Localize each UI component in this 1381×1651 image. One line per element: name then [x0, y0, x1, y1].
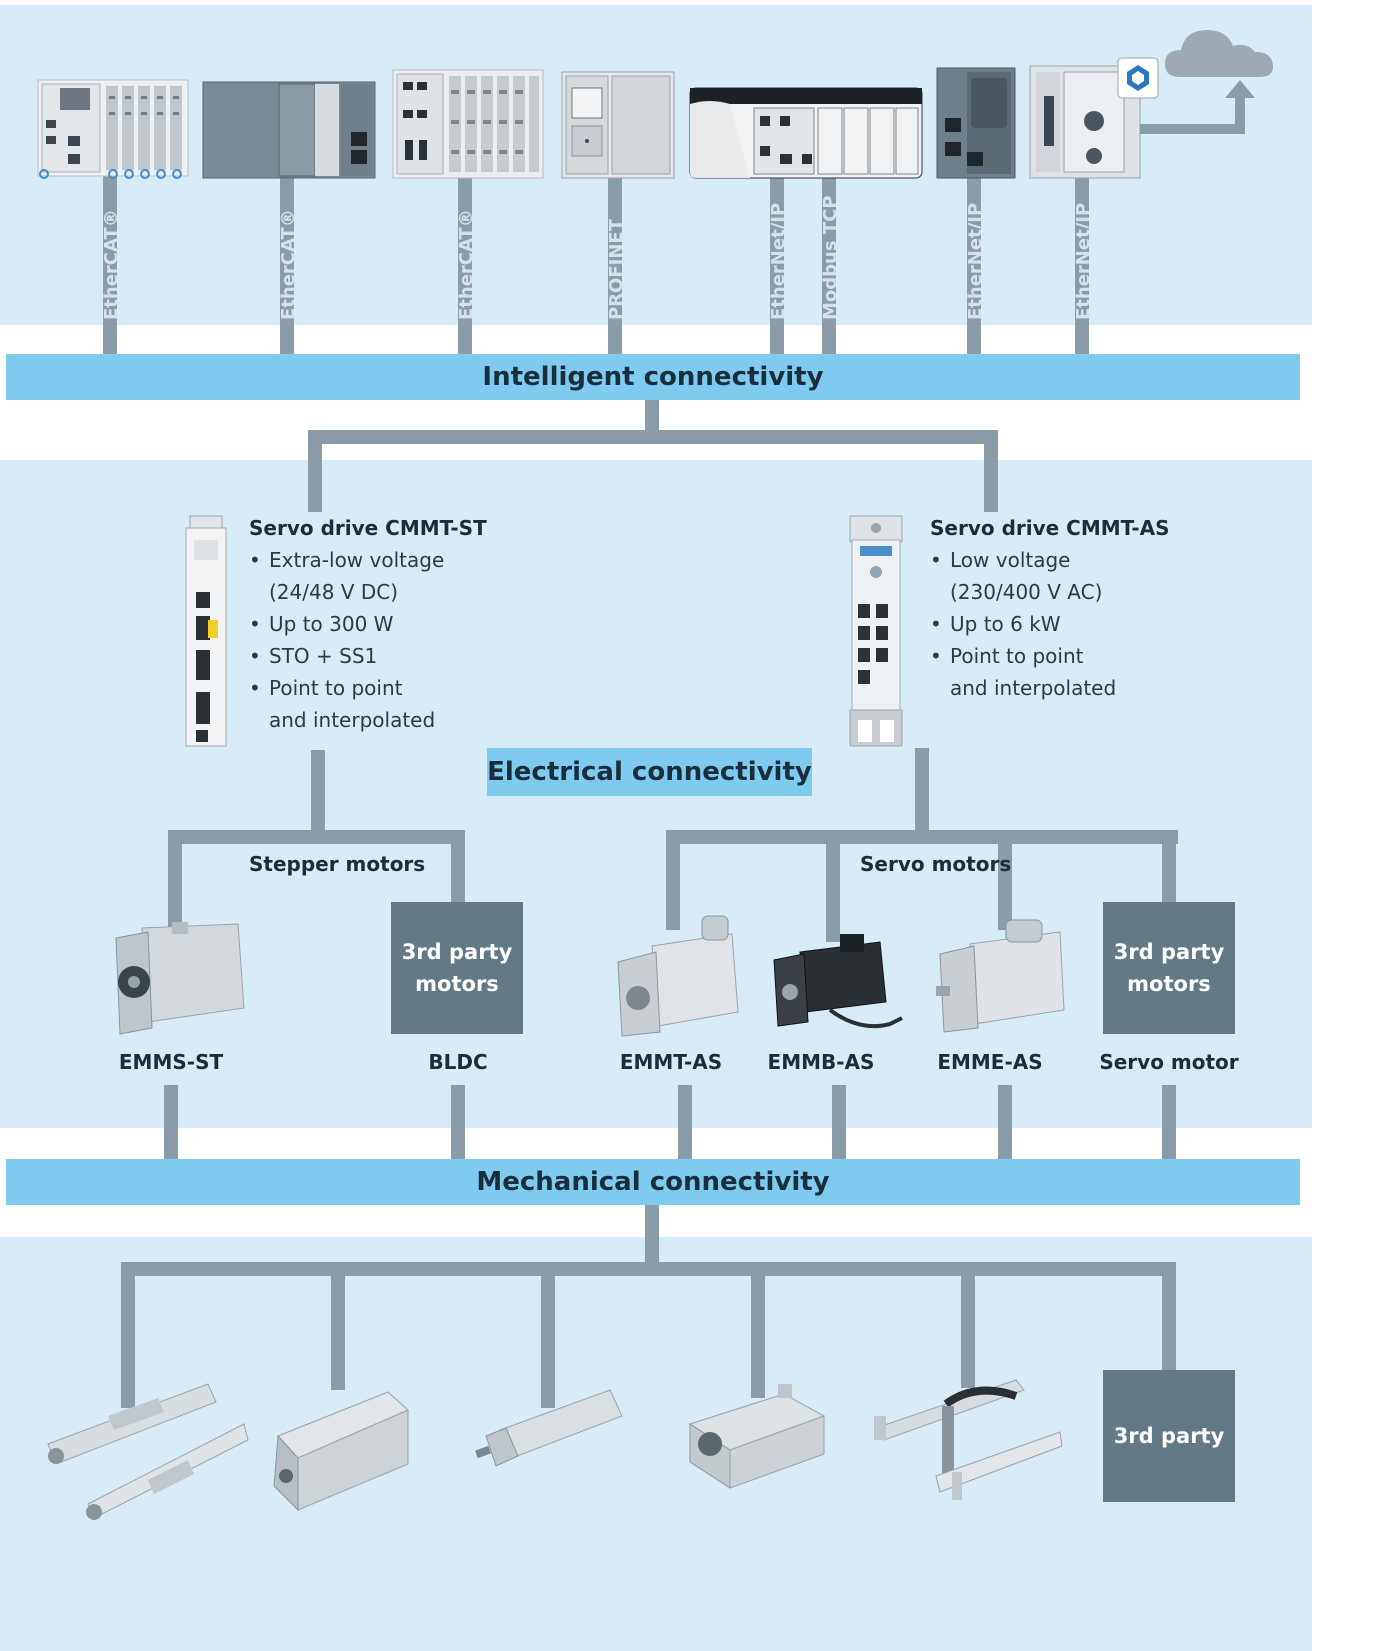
servo-motors-label: Servo motors	[860, 852, 1012, 876]
actuator-icon	[475, 1389, 623, 1467]
connector-line	[826, 830, 840, 942]
connector-line	[1162, 1262, 1176, 1372]
feature-text: Up to 300 W	[249, 608, 444, 640]
protocol-line	[103, 175, 117, 355]
controller-icon	[392, 69, 544, 179]
motor-label: EMMB-AS	[767, 1050, 875, 1074]
motor-label: EMMT-AS	[619, 1050, 723, 1074]
actuator-icon	[688, 1384, 826, 1489]
connector-line	[832, 1085, 846, 1161]
connector-line	[308, 430, 998, 444]
feature-text: Point to point	[249, 672, 444, 704]
protocol-label: EtherNet/IP	[1073, 202, 1094, 320]
controller-icon	[561, 71, 675, 179]
controller-icon	[37, 79, 189, 179]
connector-line	[1162, 830, 1176, 904]
connector-line	[751, 1262, 765, 1398]
protocol-label: PROFINET	[606, 219, 627, 320]
servo-drive-icon	[185, 515, 227, 747]
intelligent-connectivity-bar: Intelligent connectivity	[6, 354, 1300, 400]
servo-drive-icon	[849, 515, 903, 747]
mechanical-connectivity-bar: Mechanical connectivity	[6, 1159, 1300, 1205]
controller-icon	[1029, 65, 1141, 179]
connector-line	[961, 1262, 975, 1388]
feature-text: (24/48 V DC)	[269, 580, 399, 604]
connector-line	[645, 1205, 659, 1269]
connector-line	[541, 1262, 555, 1408]
feature-text: (230/400 V AC)	[950, 580, 1103, 604]
feature-text: Point to point	[930, 640, 1116, 672]
feature-text: Extra-low voltage	[249, 544, 444, 576]
actuator-icon	[273, 1391, 409, 1512]
motor-label: EMMS-ST	[118, 1050, 224, 1074]
connector-line	[168, 830, 182, 930]
connector-line	[311, 750, 325, 834]
protocol-line	[822, 175, 836, 355]
motor-label: Servo motor	[1099, 1050, 1239, 1074]
connector-line	[915, 748, 929, 834]
motor-label: EMME-AS	[937, 1050, 1043, 1074]
protocol-line	[608, 175, 622, 355]
connector-line	[998, 830, 1012, 930]
stepper-motors-label: Stepper motors	[249, 852, 426, 876]
protocol-label: EtherCAT®	[456, 209, 477, 320]
cloud-icon	[1140, 30, 1273, 134]
motor-icon	[936, 919, 1065, 1033]
drive-as-title: Servo drive CMMT-AS	[930, 516, 1170, 540]
protocol-label: EtherCAT®	[278, 209, 299, 320]
drive-as-features: Low voltage (230/400 V AC) Up to 6 kW Po…	[930, 544, 1116, 704]
connector-line	[308, 430, 322, 512]
third-party-motors-box: 3rd party motors	[391, 902, 523, 1034]
protocol-label: EtherCAT®	[101, 209, 122, 320]
third-party-line1: 3rd party	[401, 940, 513, 964]
protocol-line	[770, 175, 784, 355]
motor-icon	[773, 934, 903, 1029]
feature-text: and interpolated	[269, 708, 436, 732]
electrical-connectivity-bar: Electrical connectivity	[487, 748, 812, 796]
third-party-line2: motors	[415, 972, 499, 996]
controller-icon	[202, 81, 376, 179]
protocol-line	[1075, 175, 1089, 355]
feature-text: STO + SS1	[249, 640, 444, 672]
protocol-line	[967, 175, 981, 355]
actuator-icon	[47, 1383, 249, 1520]
connector-line	[331, 1262, 345, 1390]
drive-st-features: Extra-low voltage (24/48 V DC) Up to 300…	[249, 544, 444, 736]
motor-icon	[115, 922, 245, 1035]
drive-st-title: Servo drive CMMT-ST	[249, 516, 487, 540]
cloud-logo-icon	[1117, 57, 1159, 99]
connector-line	[984, 430, 998, 512]
feature-text: Low voltage	[930, 544, 1116, 576]
third-party-line1: 3rd party	[1113, 940, 1225, 964]
connector-line	[666, 830, 1178, 844]
connector-line	[168, 830, 465, 844]
third-party-line2: motors	[1127, 972, 1211, 996]
controller-icon	[936, 67, 1016, 179]
connector-line	[451, 830, 465, 904]
connector-line	[998, 1085, 1012, 1161]
protocol-label: EtherNet/IP	[768, 202, 789, 320]
connector-line	[121, 1262, 135, 1408]
connector-line	[451, 1085, 465, 1161]
actuator-icon	[874, 1379, 1063, 1500]
connector-line	[121, 1262, 1176, 1276]
connector-line	[164, 1085, 178, 1161]
connector-line	[645, 400, 659, 432]
protocol-line	[280, 175, 294, 355]
feature-text: Up to 6 kW	[930, 608, 1116, 640]
controller-icon	[689, 87, 923, 179]
connector-line	[666, 830, 680, 930]
motor-icon	[617, 915, 739, 1037]
protocol-label: EtherNet/IP	[965, 202, 986, 320]
third-party-motors-box: 3rd party motors	[1103, 902, 1235, 1034]
protocol-line	[458, 175, 472, 355]
motor-label: BLDC	[428, 1050, 488, 1074]
connector-line	[678, 1085, 692, 1161]
connector-line	[1162, 1085, 1176, 1161]
protocol-label: Modbus TCP	[820, 195, 841, 320]
third-party-actuator-box: 3rd party	[1103, 1370, 1235, 1502]
feature-text: and interpolated	[950, 676, 1117, 700]
